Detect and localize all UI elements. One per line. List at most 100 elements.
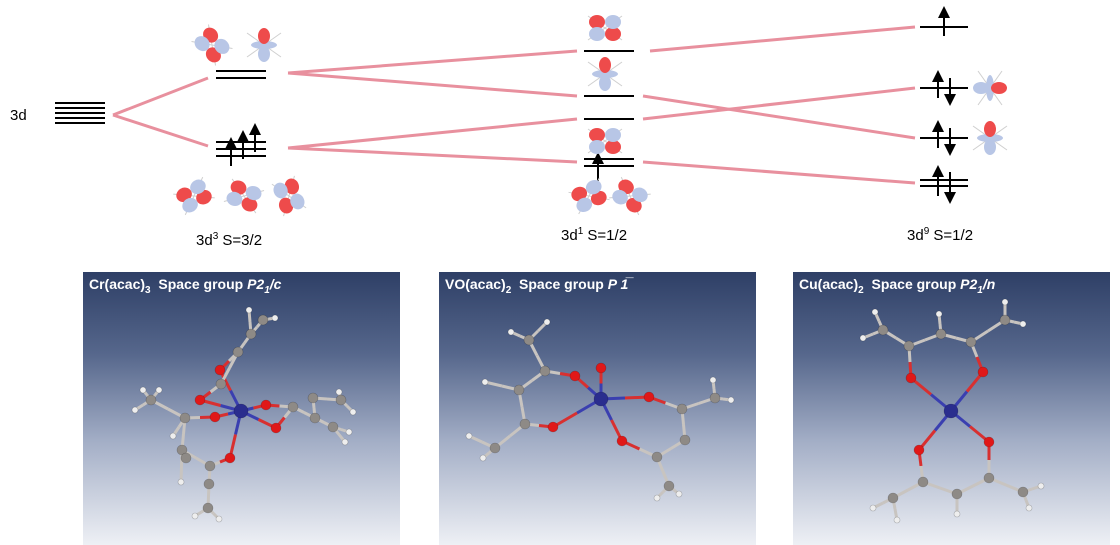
atom xyxy=(203,503,213,513)
atom xyxy=(308,393,318,403)
degenerate-3d-levels xyxy=(55,103,105,123)
atom xyxy=(944,404,958,418)
cr-config-label: 3d3 S=3/2 xyxy=(196,231,262,249)
atom xyxy=(215,365,225,375)
atoms xyxy=(132,307,356,522)
atom xyxy=(261,400,271,410)
atom xyxy=(1026,505,1032,511)
cr-spin-up-arrows xyxy=(231,129,255,166)
atom xyxy=(676,491,682,497)
atom xyxy=(652,452,662,462)
atom xyxy=(246,307,252,313)
atom xyxy=(205,461,215,471)
atom xyxy=(342,439,348,445)
atom xyxy=(728,397,734,403)
atom xyxy=(1020,321,1026,327)
atom xyxy=(216,516,222,522)
d-orbital-pictograms xyxy=(173,15,1007,216)
atom xyxy=(596,363,606,373)
connector-line xyxy=(288,119,577,148)
degenerate-3d-label: 3d xyxy=(10,107,27,124)
cu-acac-panel: Cu(acac)2 Space group P21/n xyxy=(793,272,1110,545)
atom xyxy=(140,387,146,393)
connector-line xyxy=(643,162,915,183)
atom xyxy=(914,445,924,455)
cr-eg-levels xyxy=(216,71,266,78)
atom xyxy=(178,479,184,485)
atom xyxy=(216,379,226,389)
connector-line xyxy=(288,148,577,162)
d-orbital-icon xyxy=(224,178,265,214)
d-orbital-icon xyxy=(271,176,307,217)
d-orbital-icon xyxy=(609,176,651,216)
atom xyxy=(210,412,220,422)
atom xyxy=(271,423,281,433)
atom xyxy=(1000,315,1010,325)
cu-config-label: 3d9 S=1/2 xyxy=(907,226,973,244)
connector-line xyxy=(288,73,577,96)
atom xyxy=(544,319,550,325)
atom xyxy=(878,325,888,335)
d-orbital-icon xyxy=(588,15,622,41)
d-orbital-icon xyxy=(247,28,281,62)
atom xyxy=(594,392,608,406)
atom xyxy=(936,329,946,339)
atom xyxy=(225,453,235,463)
atom xyxy=(966,337,976,347)
d-orbital-icon xyxy=(568,177,610,215)
atom xyxy=(548,422,558,432)
atom xyxy=(918,477,928,487)
connector-line xyxy=(650,27,915,51)
atom xyxy=(904,341,914,351)
atom xyxy=(204,479,214,489)
d-orbital-icon xyxy=(588,57,622,91)
atom xyxy=(156,387,162,393)
atom xyxy=(514,385,524,395)
atom xyxy=(617,436,627,446)
atom xyxy=(233,347,243,357)
atom xyxy=(272,315,278,321)
bonds xyxy=(469,322,731,498)
atom xyxy=(246,329,256,339)
atom xyxy=(954,511,960,517)
d-orbital-icon xyxy=(973,71,1007,105)
atom xyxy=(1018,487,1028,497)
atom xyxy=(952,489,962,499)
atom xyxy=(234,404,248,418)
cu-levels xyxy=(920,27,968,186)
atom xyxy=(490,443,500,453)
atom xyxy=(181,453,191,463)
connector-line xyxy=(288,51,577,73)
atom xyxy=(984,473,994,483)
atom xyxy=(644,392,654,402)
atom xyxy=(310,413,320,423)
atom xyxy=(872,309,878,315)
atom xyxy=(288,402,298,412)
atoms xyxy=(466,319,734,501)
d-orbital-icon xyxy=(191,24,233,66)
atom xyxy=(328,422,338,432)
atom xyxy=(346,429,352,435)
connector-lines xyxy=(113,27,915,183)
atom xyxy=(132,407,138,413)
atom xyxy=(540,366,550,376)
atom xyxy=(466,433,472,439)
cu-acac-molecule xyxy=(793,272,1110,545)
atom xyxy=(677,404,687,414)
atom xyxy=(336,395,346,405)
vo-acac-panel: VO(acac)2 Space group P 1̅ xyxy=(439,272,756,545)
atom xyxy=(570,371,580,381)
connector-line xyxy=(113,78,208,115)
v-config-label: 3d1 S=1/2 xyxy=(561,226,627,244)
atom xyxy=(654,495,660,501)
atom xyxy=(710,393,720,403)
atom xyxy=(480,455,486,461)
atom xyxy=(336,389,342,395)
atom xyxy=(894,517,900,523)
atom xyxy=(1002,299,1008,305)
atom xyxy=(1038,483,1044,489)
atom xyxy=(984,437,994,447)
atom xyxy=(710,377,716,383)
atom xyxy=(906,373,916,383)
atom xyxy=(180,413,190,423)
